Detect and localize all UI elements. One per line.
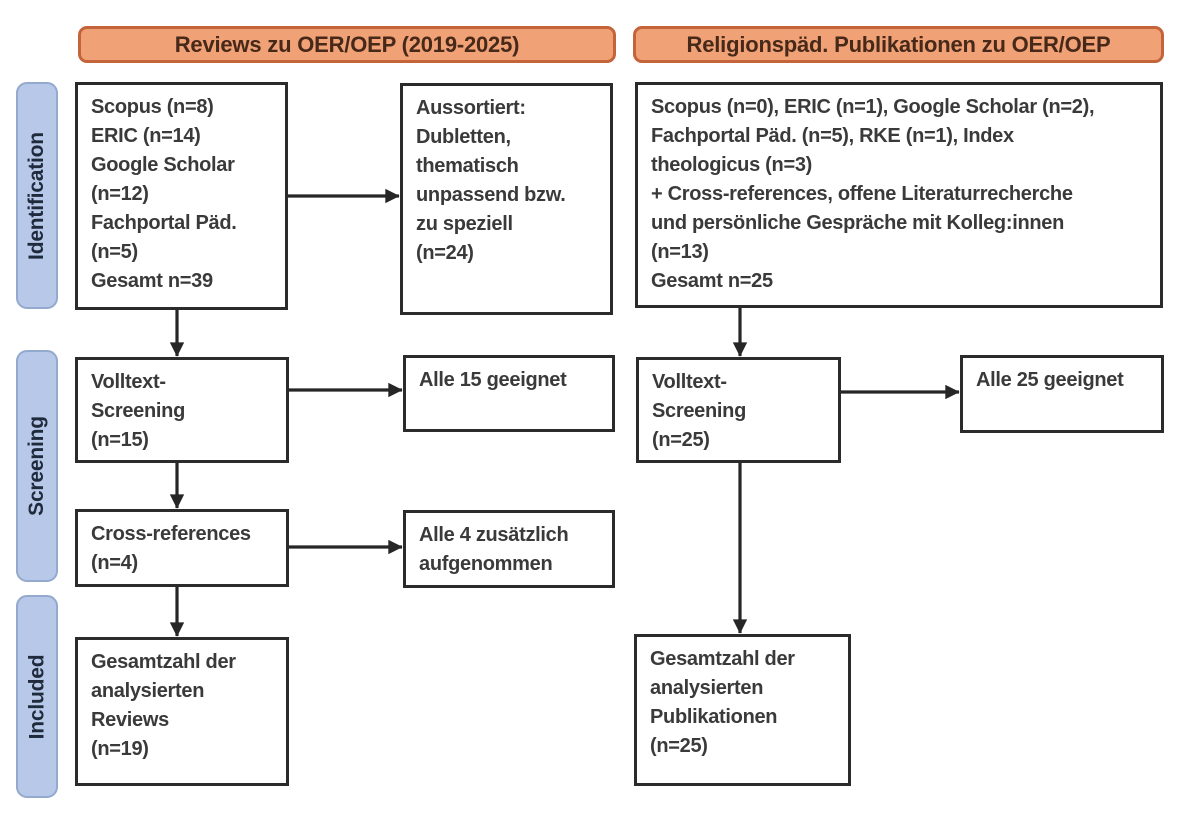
box-left-all-eligible: Alle 15 geeignet xyxy=(403,355,615,432)
box-text-line: (n=24) xyxy=(416,242,474,264)
box-text-line: Fachportal Päd. (n=5), RKE (n=1), Index xyxy=(651,125,1014,147)
header-reviews-label: Reviews zu OER/OEP (2019-2025) xyxy=(174,31,520,57)
box-text-line: analysierten xyxy=(91,680,205,702)
box-right-total-included: Gesamtzahl der analysierten Publikatione… xyxy=(634,634,851,786)
box-text-line: theologicus (n=3) xyxy=(651,154,813,176)
box-text-line: (n=4) xyxy=(91,552,138,574)
header-religionspaed-column: Religionspäd. Publikationen zu OER/OEP xyxy=(633,26,1164,63)
box-text-line: thematisch xyxy=(416,155,519,177)
box-left-excluded: Aussortiert: Dubletten, thematisch unpas… xyxy=(400,83,613,315)
box-text-line: Cross-references xyxy=(91,523,251,545)
box-text-line: und persönliche Gespräche mit Kolleg:inn… xyxy=(651,212,1065,234)
box-text-line: zu speziell xyxy=(416,213,513,235)
box-left-identification: Scopus (n=8) ERIC (n=14) Google Scholar … xyxy=(75,82,288,310)
box-text-line: Fachportal Päd. xyxy=(91,212,237,234)
box-right-identification: Scopus (n=0), ERIC (n=1), Google Scholar… xyxy=(635,82,1163,308)
box-text-line: (n=25) xyxy=(650,735,708,757)
box-right-fulltext-screening: Volltext- Screening (n=25) xyxy=(636,357,841,463)
box-left-fulltext-screening: Volltext- Screening (n=15) xyxy=(75,357,289,463)
box-text-line: Volltext- xyxy=(91,371,166,393)
box-text-line: Google Scholar xyxy=(91,154,235,176)
box-text-line: Dubletten, xyxy=(416,126,511,148)
box-text-line: Gesamt n=39 xyxy=(91,270,213,292)
box-text-line: analysierten xyxy=(650,677,764,699)
box-text-line: Gesamtzahl der xyxy=(650,648,795,670)
box-text-line: (n=5) xyxy=(91,241,138,263)
box-text-line: (n=12) xyxy=(91,183,149,205)
stage-bar-included: Included xyxy=(16,595,58,798)
box-text-line: Aussortiert: xyxy=(416,97,526,119)
box-left-total-included: Gesamtzahl der analysierten Reviews (n=1… xyxy=(75,637,289,786)
box-text-line: (n=25) xyxy=(652,429,710,451)
box-text-line: Publikationen xyxy=(650,706,778,728)
stage-label-screening: Screening xyxy=(25,416,49,516)
box-text-line: Alle 25 geeignet xyxy=(976,369,1124,391)
box-text-line: Volltext- xyxy=(652,371,727,393)
stage-bar-screening: Screening xyxy=(16,350,58,582)
box-text-line: Screening xyxy=(652,400,746,422)
box-text-line: Scopus (n=0), ERIC (n=1), Google Scholar… xyxy=(651,96,1095,118)
box-text-line: aufgenommen xyxy=(419,553,553,575)
box-text-line: + Cross-references, offene Literaturrech… xyxy=(651,183,1073,205)
box-text-line: Reviews xyxy=(91,709,169,731)
stage-label-included: Included xyxy=(25,654,48,739)
header-reviews-column: Reviews zu OER/OEP (2019-2025) xyxy=(78,26,616,63)
box-text-line: Alle 15 geeignet xyxy=(419,369,567,391)
box-text-line: Gesamt n=25 xyxy=(651,270,773,292)
box-text-line: ERIC (n=14) xyxy=(91,125,201,147)
box-text-line: Gesamtzahl der xyxy=(91,651,236,673)
box-text-line: Alle 4 zusätzlich xyxy=(419,524,569,546)
box-left-crossreferences: Cross-references (n=4) xyxy=(75,509,289,587)
box-text-line: unpassend bzw. xyxy=(416,184,566,206)
box-text-line: (n=15) xyxy=(91,429,149,451)
box-text-line: Screening xyxy=(91,400,185,422)
box-text-line: Scopus (n=8) xyxy=(91,96,214,118)
header-religionspaed-label: Religionspäd. Publikationen zu OER/OEP xyxy=(686,31,1111,57)
stage-bar-identification: Identification xyxy=(16,82,58,309)
box-left-additionally-included: Alle 4 zusätzlich aufgenommen xyxy=(403,510,615,588)
stage-label-identification: Identification xyxy=(25,131,48,260)
box-text-line: (n=13) xyxy=(651,241,709,263)
box-right-all-eligible: Alle 25 geeignet xyxy=(960,355,1164,433)
box-text-line: (n=19) xyxy=(91,738,149,760)
